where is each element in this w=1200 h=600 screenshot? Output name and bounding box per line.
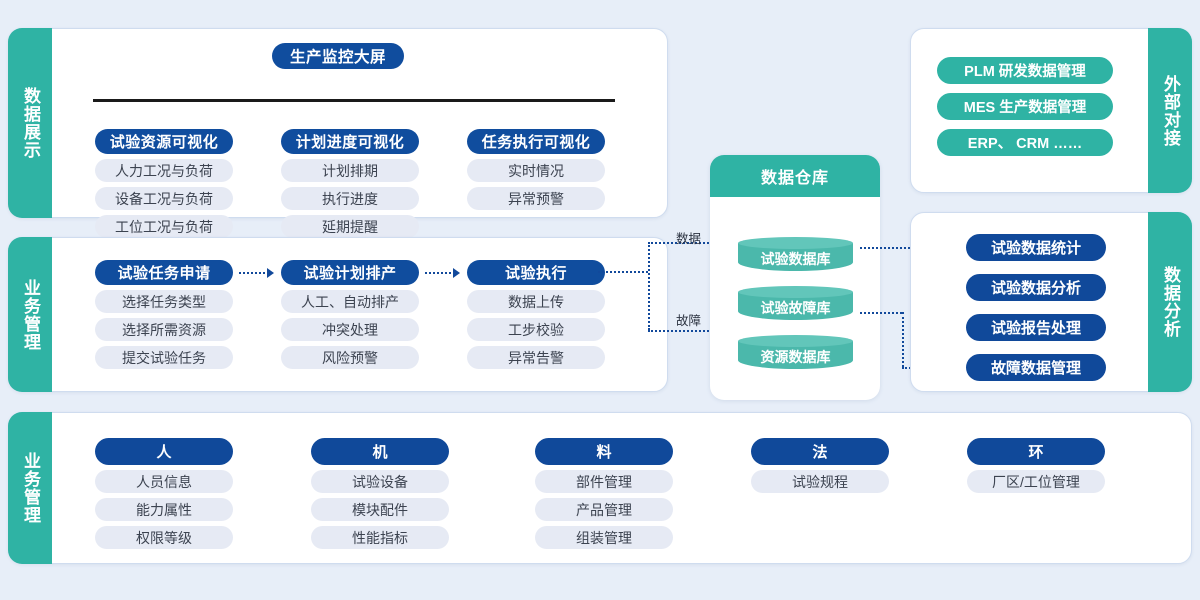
foundation-material-item-3[interactable]: 组装管理 <box>535 526 673 549</box>
analysis-item-fault-mgmt[interactable]: 故障数据管理 <box>966 354 1106 381</box>
database-test-fault[interactable]: 试验故障库 <box>738 286 853 320</box>
foundation-column-material: 料 部件管理 产品管理 组装管理 <box>535 438 673 549</box>
business-column-3: 试验执行 数据上传 工步校验 异常告警 <box>467 260 605 369</box>
analysis-item-report[interactable]: 试验报告处理 <box>966 314 1106 341</box>
display-column-3: 任务执行可视化 实时情况 异常预警 <box>467 129 605 210</box>
display-column-3-header[interactable]: 任务执行可视化 <box>467 129 605 154</box>
database-resource-data[interactable]: 资源数据库 <box>738 335 853 369</box>
foundation-header-people[interactable]: 人 <box>95 438 233 465</box>
database-test-data[interactable]: 试验数据库 <box>738 237 853 271</box>
cylinder-cap <box>738 335 853 347</box>
display-column-1-item-2[interactable]: 设备工况与负荷 <box>95 187 233 210</box>
external-item-mes[interactable]: MES 生产数据管理 <box>937 93 1113 120</box>
business-column-3-item-2[interactable]: 工步校验 <box>467 318 605 341</box>
foundation-column-method: 法 试验规程 <box>751 438 889 493</box>
foundation-people-item-3[interactable]: 权限等级 <box>95 526 233 549</box>
foundation-header-material[interactable]: 料 <box>535 438 673 465</box>
business-column-1-header[interactable]: 试验任务申请 <box>95 260 233 285</box>
foundation-panel: 业务管理 人 人员信息 能力属性 权限等级 机 试验设备 模块配件 性能指标 料… <box>8 412 1192 564</box>
foundation-column-environment: 环 厂区/工位管理 <box>967 438 1105 493</box>
connector-to-fault-db <box>648 330 724 332</box>
data-warehouse-panel: 数据仓库 试验数据库 试验故障库 资源数据库 <box>710 155 880 400</box>
business-column-2-item-2[interactable]: 冲突处理 <box>281 318 419 341</box>
connector-label-fault: 故障 <box>676 314 702 328</box>
exec-to-warehouse-stub <box>598 271 648 273</box>
database-test-data-label: 试验数据库 <box>760 250 831 267</box>
foundation-header-method[interactable]: 法 <box>751 438 889 465</box>
business-column-1-item-1[interactable]: 选择任务类型 <box>95 290 233 313</box>
title-divider <box>93 99 615 102</box>
panel-side-label-foundation: 业务管理 <box>8 412 52 564</box>
display-column-1-item-3[interactable]: 工位工况与负荷 <box>95 215 233 238</box>
flow-connector-1 <box>239 272 269 274</box>
business-column-1-item-3[interactable]: 提交试验任务 <box>95 346 233 369</box>
data-warehouse-title: 数据仓库 <box>710 155 880 197</box>
db-fault-drop <box>902 312 904 367</box>
business-column-2: 试验计划排产 人工、自动排产 冲突处理 风险预警 <box>281 260 419 369</box>
foundation-environment-item-1[interactable]: 厂区/工位管理 <box>967 470 1105 493</box>
connector-to-test-data-db <box>648 242 724 244</box>
business-column-1-item-2[interactable]: 选择所需资源 <box>95 318 233 341</box>
panel-side-label-external: 外部对接 <box>1148 28 1192 193</box>
cylinder-cap <box>738 237 853 249</box>
external-items: PLM 研发数据管理 MES 生产数据管理 ERP、 CRM …… <box>937 57 1113 156</box>
analysis-item-statistics[interactable]: 试验数据统计 <box>966 234 1106 261</box>
db-fault-out <box>860 312 902 314</box>
external-item-plm[interactable]: PLM 研发数据管理 <box>937 57 1113 84</box>
analysis-item-analysis[interactable]: 试验数据分析 <box>966 274 1106 301</box>
business-management-panel: 业务管理 试验任务申请 选择任务类型 选择所需资源 提交试验任务 试验计划排产 … <box>8 237 668 392</box>
panel-side-label-data-display: 数据展示 <box>8 28 52 218</box>
display-column-1-item-1[interactable]: 人力工况与负荷 <box>95 159 233 182</box>
data-analysis-panel: 数据分析 试验数据统计 试验数据分析 试验报告处理 故障数据管理 <box>910 212 1192 392</box>
display-column-2: 计划进度可视化 计划排期 执行进度 延期提醒 <box>281 129 419 238</box>
db-data-out <box>860 247 918 249</box>
foundation-header-machine[interactable]: 机 <box>311 438 449 465</box>
monitor-screen-title-wrap: 生产监控大屏 <box>9 43 667 69</box>
business-column-1: 试验任务申请 选择任务类型 选择所需资源 提交试验任务 <box>95 260 233 369</box>
display-column-2-header[interactable]: 计划进度可视化 <box>281 129 419 154</box>
foundation-people-item-1[interactable]: 人员信息 <box>95 470 233 493</box>
business-column-3-header[interactable]: 试验执行 <box>467 260 605 285</box>
foundation-method-item-1[interactable]: 试验规程 <box>751 470 889 493</box>
display-column-2-item-3[interactable]: 延期提醒 <box>281 215 419 238</box>
display-column-2-item-2[interactable]: 执行进度 <box>281 187 419 210</box>
data-display-panel: 数据展示 生产监控大屏 试验资源可视化 人力工况与负荷 设备工况与负荷 工位工况… <box>8 28 668 238</box>
business-column-2-item-3[interactable]: 风险预警 <box>281 346 419 369</box>
display-column-3-item-1[interactable]: 实时情况 <box>467 159 605 182</box>
business-column-3-item-1[interactable]: 数据上传 <box>467 290 605 313</box>
display-column-1: 试验资源可视化 人力工况与负荷 设备工况与负荷 工位工况与负荷 <box>95 129 233 238</box>
business-column-2-header[interactable]: 试验计划排产 <box>281 260 419 285</box>
connector-label-data: 数据 <box>676 232 702 246</box>
cylinder-cap <box>738 286 853 298</box>
foundation-column-machine: 机 试验设备 模块配件 性能指标 <box>311 438 449 549</box>
external-item-erp-crm[interactable]: ERP、 CRM …… <box>937 129 1113 156</box>
analysis-items: 试验数据统计 试验数据分析 试验报告处理 故障数据管理 <box>966 234 1106 381</box>
panel-side-label-analysis: 数据分析 <box>1148 212 1192 392</box>
foundation-column-people: 人 人员信息 能力属性 权限等级 <box>95 438 233 549</box>
display-column-1-header[interactable]: 试验资源可视化 <box>95 129 233 154</box>
foundation-machine-item-3[interactable]: 性能指标 <box>311 526 449 549</box>
foundation-machine-item-2[interactable]: 模块配件 <box>311 498 449 521</box>
display-column-3-item-2[interactable]: 异常预警 <box>467 187 605 210</box>
flow-arrow-1-icon <box>267 268 274 278</box>
panel-side-label-business: 业务管理 <box>8 237 52 392</box>
foundation-material-item-2[interactable]: 产品管理 <box>535 498 673 521</box>
foundation-people-item-2[interactable]: 能力属性 <box>95 498 233 521</box>
foundation-header-environment[interactable]: 环 <box>967 438 1105 465</box>
database-resource-data-label: 资源数据库 <box>760 348 831 365</box>
flow-arrow-2-icon <box>453 268 460 278</box>
foundation-material-item-1[interactable]: 部件管理 <box>535 470 673 493</box>
business-column-2-item-1[interactable]: 人工、自动排产 <box>281 290 419 313</box>
business-column-3-item-3[interactable]: 异常告警 <box>467 346 605 369</box>
exec-to-warehouse-riser <box>648 242 650 330</box>
display-column-2-item-1[interactable]: 计划排期 <box>281 159 419 182</box>
monitor-screen-title: 生产监控大屏 <box>271 43 404 69</box>
flow-connector-2 <box>425 272 455 274</box>
external-integration-panel: 外部对接 PLM 研发数据管理 MES 生产数据管理 ERP、 CRM …… <box>910 28 1192 193</box>
database-test-fault-label: 试验故障库 <box>760 299 831 316</box>
foundation-machine-item-1[interactable]: 试验设备 <box>311 470 449 493</box>
